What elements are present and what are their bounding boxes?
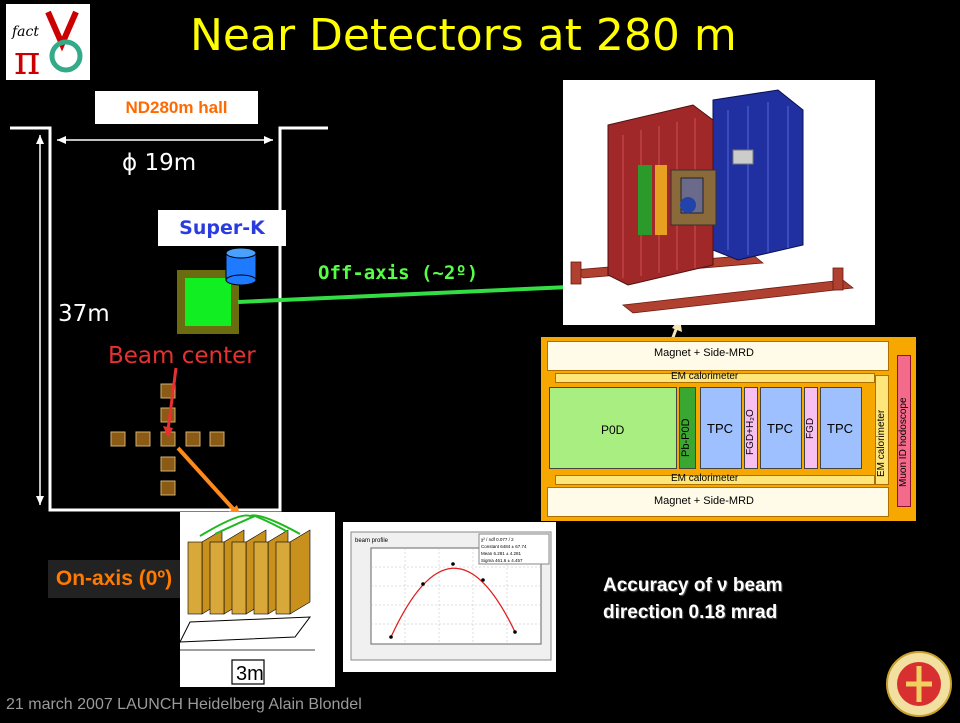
fgd-label: FGD	[805, 417, 816, 439]
p0d	[549, 387, 677, 469]
ecal-bottom	[555, 475, 875, 485]
ecal-bottom-label: EM calorimeter	[671, 473, 739, 484]
svg-text:fact: fact	[11, 24, 39, 40]
hall-label: ND280m hall	[95, 91, 258, 124]
fact-logo: fact π	[6, 4, 90, 84]
module-size-label: 3m	[236, 663, 264, 685]
plot-title: beam profile	[355, 538, 389, 544]
footer-text: 21 march 2007 LAUNCH Heidelberg Alain Bl…	[6, 696, 362, 713]
magnet-top-label: Magnet + Side-MRD	[654, 347, 754, 359]
fgd-h2o-label: FGD+H₂O	[745, 409, 756, 455]
tpc-3	[820, 387, 862, 469]
muon-label: Muon ID hodoscope	[898, 397, 909, 487]
offaxis-label: Off-axis (~2º)	[318, 262, 479, 284]
plot-stat-3: Mean 6.281 ± 4.281	[481, 551, 521, 556]
plot-stat-1: χ² / ndf 0.077 / 2	[481, 537, 514, 542]
plot-stat-2: Constant 6484 ± 67.74	[481, 544, 527, 549]
nd280-schematic: Magnet + Side-MRD Magnet + Side-MRD EM c…	[541, 337, 916, 521]
p0d-label: P0D	[601, 423, 625, 437]
tpc-1-label: TPC	[707, 421, 733, 436]
page-title: Near Detectors at 280 m	[190, 10, 737, 61]
tpc-1	[700, 387, 742, 469]
beam-profile-plot: beam profile χ² / ndf 0.077 / 2 Constant…	[343, 522, 556, 672]
ecal-side-label: EM calorimeter	[876, 409, 887, 477]
ecal-side	[875, 375, 889, 485]
superk-label: Super-K	[158, 210, 286, 246]
beam-center-label: Beam center	[108, 343, 256, 369]
plot-stat-4: Sigma 461.6 ± 4.457	[481, 558, 523, 563]
tpc-2	[760, 387, 802, 469]
accuracy-text: Accuracy of ν beam direction 0.18 mrad	[603, 572, 783, 626]
onaxis-module-drawing: 3m	[179, 512, 335, 687]
fgd-h2o	[744, 387, 758, 469]
depth-label: 37m	[58, 301, 110, 327]
ecal-top	[555, 373, 875, 383]
magnet-bottom	[547, 487, 889, 517]
onaxis-label: On-axis (0º)	[48, 560, 180, 598]
svg-text:π: π	[14, 38, 40, 80]
muon-hodoscope	[897, 355, 911, 507]
ecal-top-label: EM calorimeter	[671, 371, 739, 382]
magnet-bottom-label: Magnet + Side-MRD	[654, 495, 754, 507]
pb-p0d-label: Pb-P0D	[680, 418, 692, 457]
diameter-label: ϕ 19m	[122, 150, 197, 176]
magnet-top	[547, 341, 889, 371]
accuracy-line-1: Accuracy of ν beam	[603, 575, 783, 596]
nd280-detector-render	[563, 80, 875, 325]
tpc-2-label: TPC	[767, 421, 793, 436]
hall-diagram	[10, 126, 328, 520]
university-seal-icon	[884, 650, 954, 718]
pb-p0d	[679, 387, 696, 469]
accuracy-line-2: direction 0.18 mrad	[603, 602, 778, 623]
tpc-3-label: TPC	[827, 421, 853, 436]
fgd	[804, 387, 818, 469]
